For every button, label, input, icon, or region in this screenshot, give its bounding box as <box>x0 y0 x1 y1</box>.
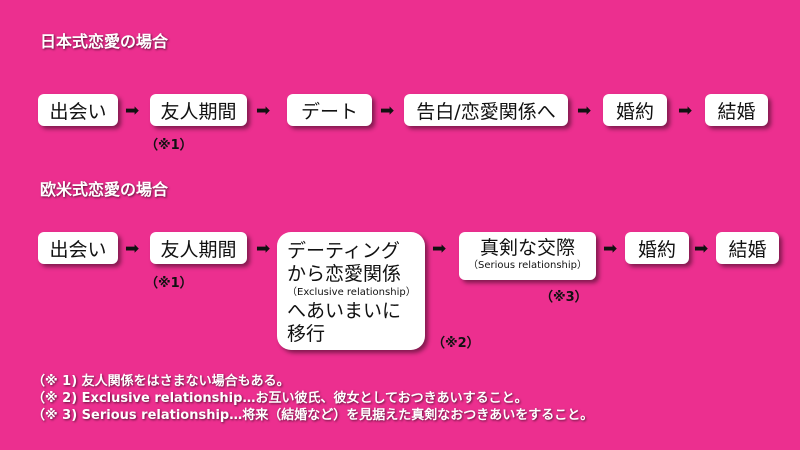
footnote-1: （※ 1) 友人関係をはさまない場合もある。 <box>32 374 290 389</box>
west-step-meeting: 出会い <box>38 232 118 264</box>
dating-line-2: から恋愛関係 <box>287 263 402 285</box>
dating-sub: （Exclusive relationship） <box>287 287 416 298</box>
arrow-icon: ➡ <box>603 239 618 259</box>
west-step-serious: 真剣な交際 （Serious relationship） <box>459 232 596 280</box>
dating-line-4: 移行 <box>287 323 326 345</box>
arrow-icon: ➡ <box>694 239 709 259</box>
arrow-icon: ➡ <box>256 101 271 121</box>
footnote-3: （※ 3) Serious relationship…将来（結婚など）を見据えた… <box>32 408 594 423</box>
jp-step-meeting: 出会い <box>38 94 118 126</box>
west-note-2: （※2） <box>432 336 480 351</box>
jp-step-engagement: 婚約 <box>603 94 667 126</box>
serious-label: 真剣な交際 <box>479 237 575 259</box>
west-step-marriage: 結婚 <box>716 232 779 264</box>
western-style-heading: 欧米式恋愛の場合 <box>40 180 169 199</box>
west-step-friendship: 友人期間 <box>150 232 247 264</box>
dating-line-3: へあいまいに <box>287 300 402 322</box>
arrow-icon: ➡ <box>432 239 447 259</box>
arrow-icon: ➡ <box>256 239 271 259</box>
jp-step-confession: 告白/恋愛関係へ <box>404 94 568 126</box>
serious-sub: （Serious relationship） <box>467 260 587 271</box>
west-note-1: （※1） <box>145 276 193 291</box>
footnote-2: （※ 2) Exclusive relationship…お互い彼氏、彼女として… <box>32 391 528 406</box>
arrow-icon: ➡ <box>125 239 140 259</box>
arrow-icon: ➡ <box>380 101 395 121</box>
west-note-3: （※3） <box>540 290 588 305</box>
arrow-icon: ➡ <box>577 101 592 121</box>
jp-note-1: （※1） <box>145 138 193 153</box>
arrow-icon: ➡ <box>678 101 693 121</box>
dating-line-1: デーティング <box>287 240 400 262</box>
west-step-engagement: 婚約 <box>625 232 689 264</box>
west-step-dating: デーティング から恋愛関係 （Exclusive relationship） へ… <box>277 232 425 350</box>
jp-step-marriage: 結婚 <box>705 94 768 126</box>
jp-step-friendship: 友人期間 <box>150 94 247 126</box>
arrow-icon: ➡ <box>125 101 140 121</box>
japanese-style-heading: 日本式恋愛の場合 <box>40 32 169 51</box>
jp-step-date: デート <box>287 94 372 126</box>
